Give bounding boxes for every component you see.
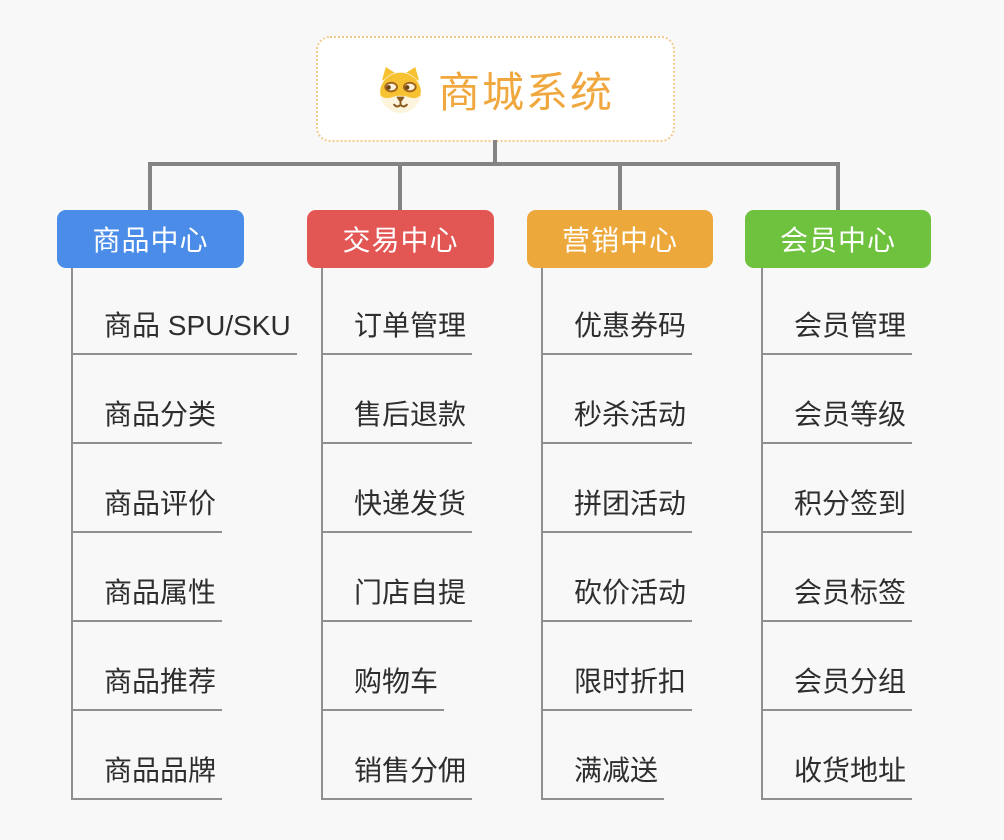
leaf-node-member-level[interactable]: 会员等级 [761,355,913,444]
leaf-node-limited-time-discount[interactable]: 限时折扣 [541,622,693,711]
branch-children-product-center: 商品 SPU/SKU 商品分类 商品评价 商品属性 商品推荐 商品品牌 [71,266,297,800]
branch-children-member-center: 会员管理 会员等级 积分签到 会员标签 会员分组 收货地址 [761,266,913,800]
connector-drop-marketing [618,164,622,210]
branch-children-trade-center: 订单管理 售后退款 快递发货 门店自提 购物车 销售分佣 [321,266,473,800]
leaf-node-full-reduction[interactable]: 满减送 [541,711,665,800]
leaf-label: 秒杀活动 [574,399,687,430]
leaf-label: 商品评价 [104,488,217,519]
leaf-label: 售后退款 [354,399,467,430]
leaf-label: 限时折扣 [574,666,687,697]
leaf-node-member-groups[interactable]: 会员分组 [761,622,913,711]
leaf-node-product-category[interactable]: 商品分类 [71,355,223,444]
branch-label: 营销中心 [561,225,678,256]
leaf-node-points-checkin[interactable]: 积分签到 [761,444,913,533]
leaf-label: 商品推荐 [104,666,217,697]
leaf-node-flash-sale[interactable]: 秒杀活动 [541,355,693,444]
connector-vertical-member [761,268,763,800]
leaf-node-express-delivery[interactable]: 快递发货 [321,444,473,533]
leaf-label: 优惠券码 [574,310,687,341]
leaf-label: 会员管理 [794,310,907,341]
branch-node-marketing-center[interactable]: 营销中心 [527,210,713,268]
leaf-node-coupon-code[interactable]: 优惠券码 [541,266,693,355]
leaf-node-group-buy[interactable]: 拼团活动 [541,444,693,533]
leaf-label: 快递发货 [354,488,467,519]
root-node[interactable]: 商城系统 [316,36,675,142]
leaf-label: 收货地址 [794,755,907,786]
leaf-node-product-attribute[interactable]: 商品属性 [71,533,223,622]
leaf-node-member-management[interactable]: 会员管理 [761,266,913,355]
connector-vertical-trade [321,268,323,800]
leaf-label: 会员标签 [794,577,907,608]
leaf-node-bargain-activity[interactable]: 砍价活动 [541,533,693,622]
leaf-label: 门店自提 [354,577,467,608]
branch-children-marketing-center: 优惠券码 秒杀活动 拼团活动 砍价活动 限时折扣 满减送 [541,266,693,800]
leaf-label: 商品属性 [104,577,217,608]
branch-label: 商品中心 [92,225,209,256]
leaf-node-shipping-address[interactable]: 收货地址 [761,711,913,800]
leaf-node-member-tags[interactable]: 会员标签 [761,533,913,622]
connector-root-stub [493,140,497,166]
connector-drop-trade [398,164,402,210]
leaf-node-product-brand[interactable]: 商品品牌 [71,711,223,800]
branch-label: 交易中心 [342,225,459,256]
leaf-label: 拼团活动 [574,488,687,519]
leaf-node-product-recommend[interactable]: 商品推荐 [71,622,223,711]
leaf-label: 商品分类 [104,399,217,430]
connector-vertical-product [71,268,73,800]
leaf-label: 商品品牌 [104,755,217,786]
leaf-label: 积分签到 [794,488,907,519]
leaf-label: 满减送 [574,755,659,786]
branch-node-trade-center[interactable]: 交易中心 [307,210,494,268]
leaf-label: 会员分组 [794,666,907,697]
root-title: 商城系统 [437,68,614,116]
connector-drop-product [148,164,152,210]
leaf-node-store-pickup[interactable]: 门店自提 [321,533,473,622]
leaf-label: 商品 SPU/SKU [104,310,291,341]
leaf-node-sales-commission[interactable]: 销售分佣 [321,711,473,800]
leaf-node-shopping-cart[interactable]: 购物车 [321,622,445,711]
leaf-label: 订单管理 [354,310,467,341]
branch-label: 会员中心 [779,225,896,256]
dog-face-icon [379,66,422,113]
leaf-node-order-management[interactable]: 订单管理 [321,266,473,355]
leaf-label: 购物车 [354,666,439,697]
connector-drop-member [836,164,840,210]
leaf-node-aftersale-refund[interactable]: 售后退款 [321,355,473,444]
branch-node-member-center[interactable]: 会员中心 [745,210,931,268]
leaf-node-product-spu-sku[interactable]: 商品 SPU/SKU [71,266,297,355]
connector-vertical-marketing [541,268,543,800]
leaf-label: 会员等级 [794,399,907,430]
leaf-label: 销售分佣 [354,755,467,786]
leaf-node-product-review[interactable]: 商品评价 [71,444,223,533]
leaf-label: 砍价活动 [574,577,687,608]
branch-node-product-center[interactable]: 商品中心 [57,210,244,268]
connector-horizontal-line [148,162,840,166]
